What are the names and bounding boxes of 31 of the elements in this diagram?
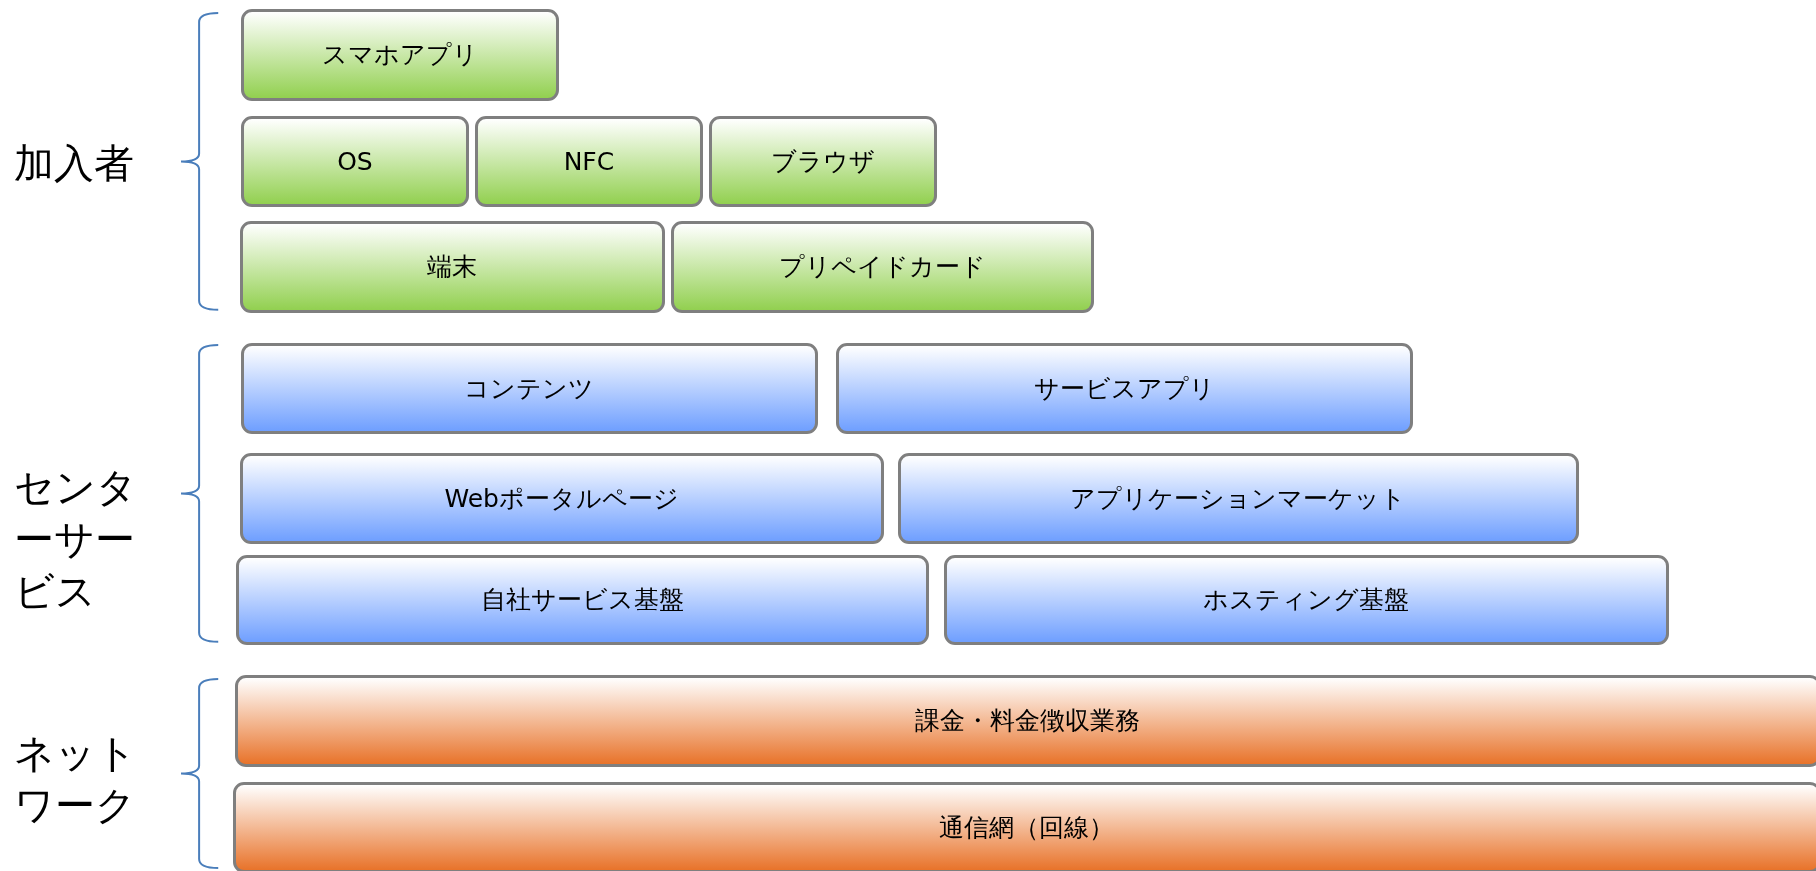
layer-label: 端末 [427,251,478,284]
layer-box [240,9,560,101]
layer-label: 自社サービス基盤 [481,584,685,617]
layer-label: ホスティング基盤 [1203,584,1410,617]
layer-box [235,675,1816,767]
layer-box [897,452,1579,545]
layer-label: アプリケーションマーケット [1070,483,1407,516]
layer-box [232,781,1816,871]
layer-label: サービスアプリ [1034,373,1216,406]
layer-box [239,452,884,545]
layer-label: スマホアプリ [322,39,479,72]
group-label: ネットワーク [13,729,138,831]
layer-box [239,221,665,313]
layer-box [708,115,937,208]
layer-box [240,342,818,435]
layer-box [943,554,1669,646]
layer-label: NFC [563,147,615,177]
group-label: 加入者 [13,138,135,188]
layer-label: 課金・料金徴収業務 [915,705,1141,738]
layer-label: OS [337,147,373,177]
layer-box [474,115,703,208]
layer-label: プリペイドカード [779,251,986,284]
layer-box [836,342,1413,435]
layer-box [236,554,929,646]
layer-label: 通信網（回線） [939,812,1115,844]
layer-label: コンテンツ [464,373,595,406]
layer-label: Webポータルページ [444,483,679,516]
layer-box [670,221,1095,313]
layer-label: ブラウザ [770,146,875,179]
group-label: センターサービス [13,462,138,616]
layer-box [240,115,470,208]
